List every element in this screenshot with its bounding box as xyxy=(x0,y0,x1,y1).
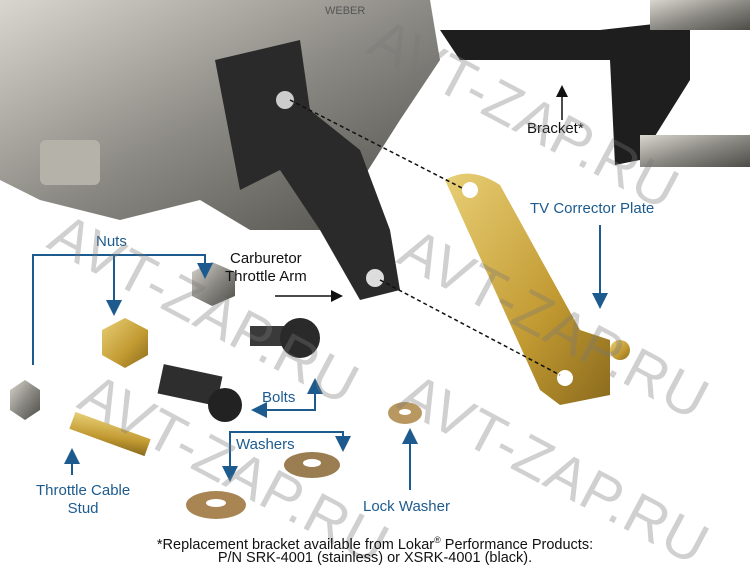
bracket-rod-top xyxy=(650,0,750,30)
label-lock-washer: Lock Washer xyxy=(363,498,450,515)
label-throttle-cable-stud: Throttle Cable Stud xyxy=(36,482,130,518)
carburetor-brand-casting: WEBER xyxy=(325,5,366,17)
footnote-text: *Replacement bracket available from Loka… xyxy=(156,536,435,553)
carburetor-fitting xyxy=(40,140,100,185)
throttle-cable-stud xyxy=(69,411,151,457)
nut-brass xyxy=(102,318,148,368)
label-bracket: Bracket* xyxy=(527,120,584,137)
label-washers: Washers xyxy=(236,436,295,453)
bolt-long xyxy=(157,364,223,406)
label-bolts: Bolts xyxy=(262,389,296,406)
plate-stud xyxy=(610,340,630,360)
label-carburetor-throttle-arm: Carburetor Throttle Arm xyxy=(225,250,307,286)
label-tv-corrector-plate: TV Corrector Plate xyxy=(530,200,655,217)
label-line: Stud xyxy=(67,500,99,517)
footnote-line-1: *Replacement bracket available from Loka… xyxy=(0,531,750,554)
label-nuts: Nuts xyxy=(96,233,127,250)
footnote-line-2: P/N SRK-4001 (stainless) or XSRK-4001 (b… xyxy=(217,550,533,566)
nut-small xyxy=(10,380,40,420)
registered-mark: ® xyxy=(434,535,441,545)
label-line: Carburetor xyxy=(229,250,302,267)
bracket xyxy=(440,20,690,165)
bracket-rod-bottom xyxy=(640,135,750,167)
label-line: Throttle Arm xyxy=(225,268,307,285)
footnote-text: Performance Products: xyxy=(440,536,594,553)
label-line: Throttle Cable xyxy=(36,482,131,499)
tv-corrector-plate xyxy=(445,173,610,405)
throttle-arm xyxy=(215,40,400,300)
